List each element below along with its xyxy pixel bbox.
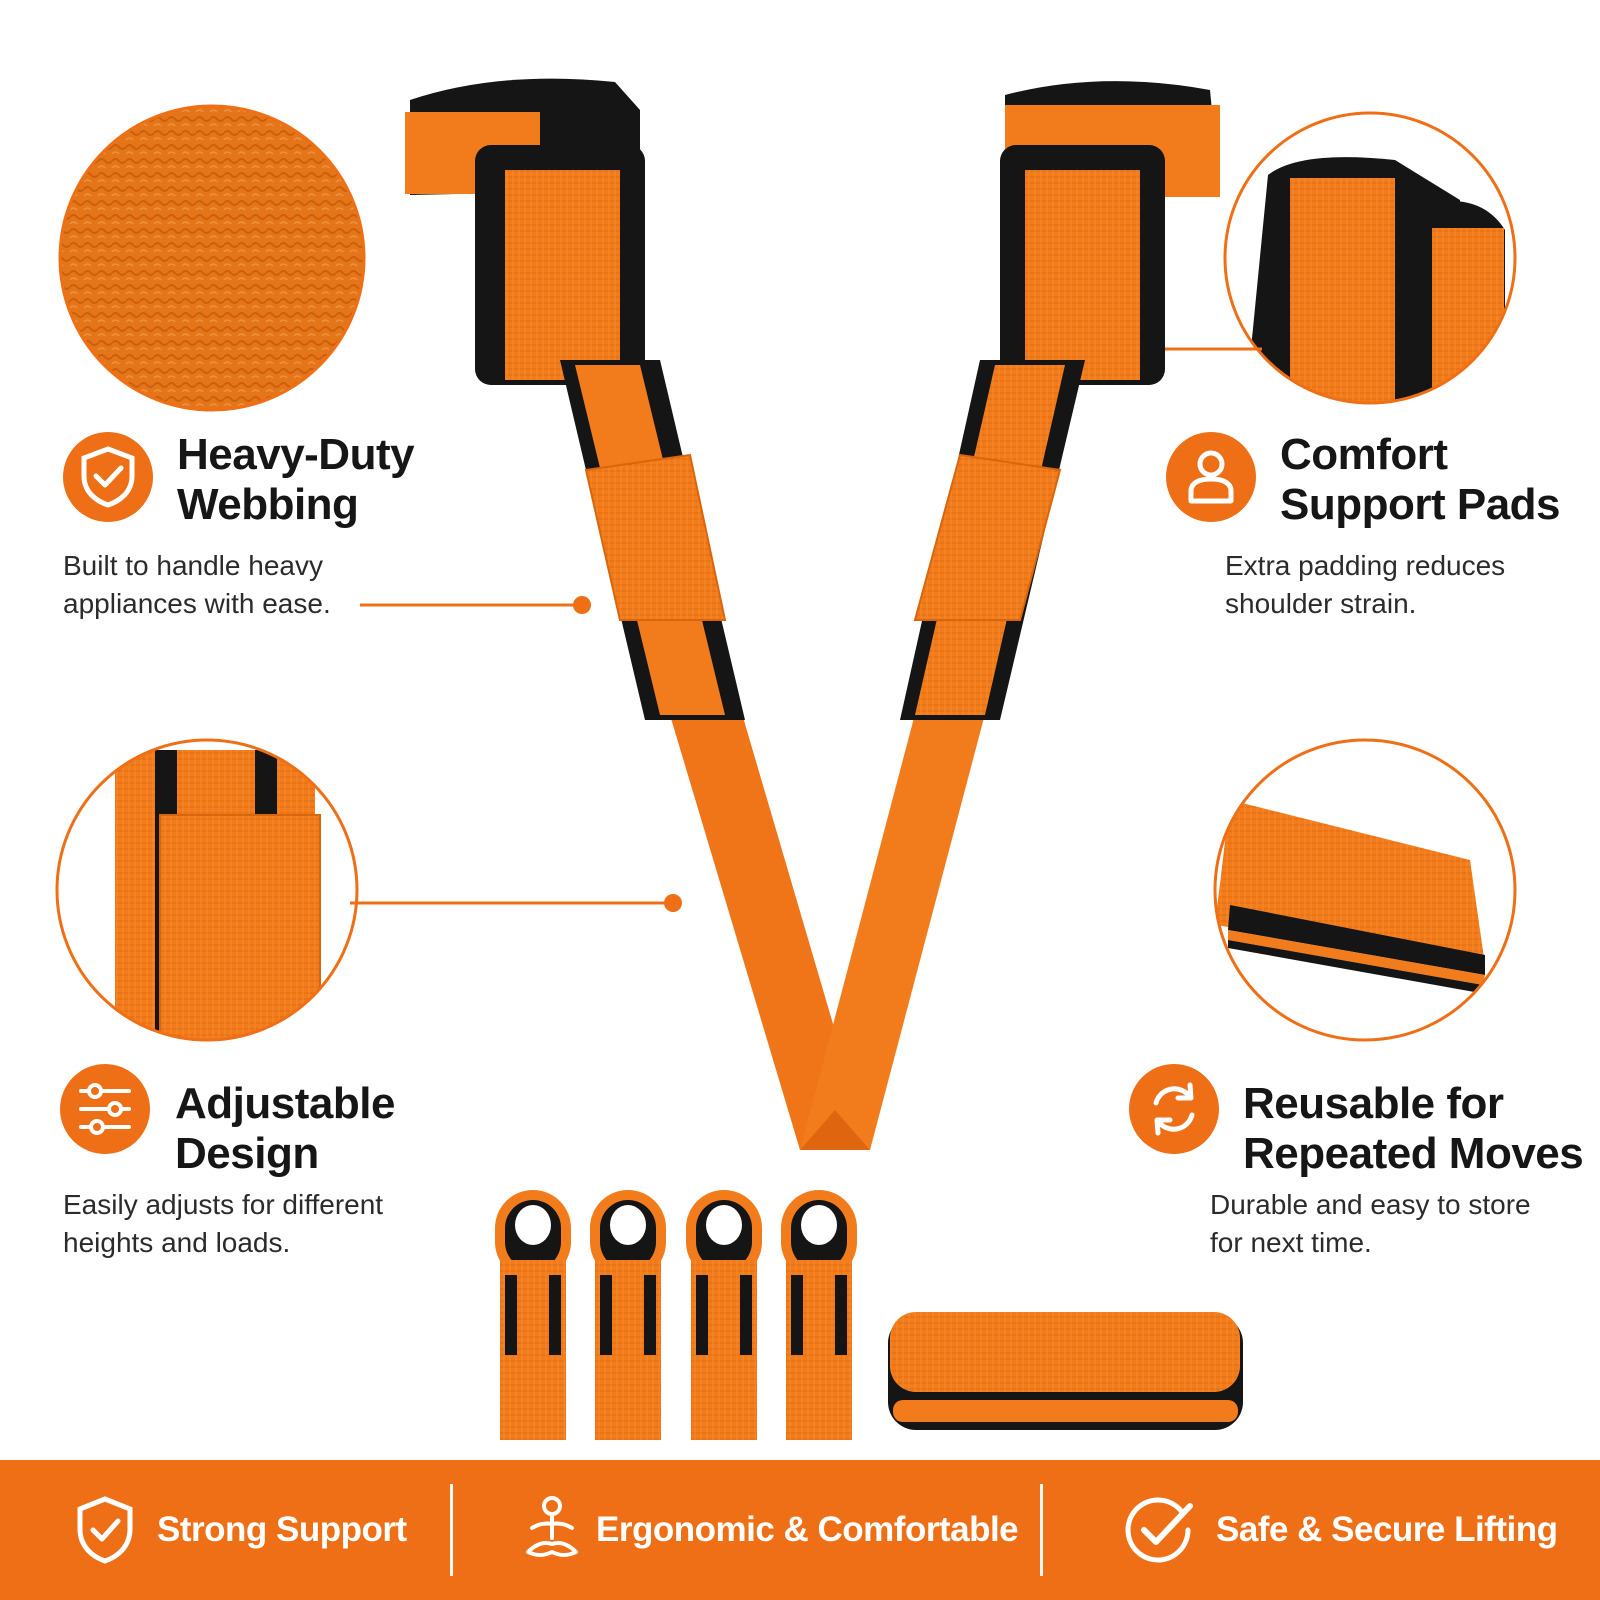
- footer-banner: Strong Support Ergonomic & Comfortable S…: [0, 1460, 1600, 1600]
- feature-title-line: Design: [175, 1129, 319, 1178]
- feature-desc-line: appliances with ease.: [63, 588, 331, 619]
- feature-title-line: Heavy-Duty: [177, 430, 415, 479]
- feature-icon-circle: [60, 1064, 150, 1154]
- feature-description: Built to handle heavy appliances with ea…: [63, 547, 331, 623]
- footer-divider: [450, 1484, 453, 1576]
- footer-item-strong-support: Strong Support: [75, 1460, 407, 1600]
- footer-label: Safe & Secure Lifting: [1216, 1510, 1558, 1549]
- feature-desc-line: Easily adjusts for different: [63, 1189, 384, 1220]
- feature-description: Extra padding reduces shoulder strain.: [1225, 547, 1505, 623]
- handle-straps: [495, 1190, 857, 1440]
- footer-divider: [1040, 1484, 1043, 1576]
- feature-icon-circle: [63, 432, 153, 522]
- feature-icon-circle: [1129, 1064, 1219, 1154]
- feature-desc-line: Built to handle heavy: [63, 550, 323, 581]
- feature-desc-line: heights and loads.: [63, 1227, 291, 1258]
- person-icon: [1188, 450, 1234, 504]
- footer-item-safe-lifting: Safe & Secure Lifting: [1120, 1460, 1558, 1600]
- refresh-icon: [1153, 1082, 1195, 1136]
- feature-title-line: Reusable for: [1243, 1079, 1504, 1128]
- feature-description: Durable and easy to store for next time.: [1210, 1186, 1531, 1262]
- detail-webbing-circle: [58, 104, 366, 412]
- leader-lines: [350, 340, 1262, 912]
- detail-pad-circle: [1223, 111, 1517, 405]
- shield-check-icon: [77, 1496, 133, 1564]
- shield-check-icon: [81, 446, 135, 508]
- feature-title: Heavy-Duty Webbing: [177, 430, 415, 530]
- feature-title-line: Webbing: [177, 480, 359, 529]
- feature-desc-line: Extra padding reduces: [1225, 550, 1506, 581]
- folded-loop-strap: [888, 1312, 1243, 1430]
- feature-title: Adjustable Design: [175, 1079, 395, 1179]
- v-strap: [405, 78, 1220, 1150]
- feature-title-line: Support Pads: [1280, 480, 1561, 529]
- feature-title-line: Adjustable: [175, 1079, 395, 1128]
- footer-label: Ergonomic & Comfortable: [596, 1510, 1019, 1549]
- feature-desc-line: shoulder strain.: [1225, 588, 1417, 619]
- sliders-icon: [79, 1083, 131, 1135]
- feature-desc-line: Durable and easy to store: [1210, 1189, 1531, 1220]
- footer-label: Strong Support: [157, 1510, 407, 1549]
- detail-folded-circle: [1213, 738, 1517, 1042]
- footer-item-ergonomic: Ergonomic & Comfortable: [522, 1460, 1019, 1600]
- feature-title: Comfort Support Pads: [1280, 430, 1561, 530]
- feature-description: Easily adjusts for different heights and…: [63, 1186, 383, 1262]
- feature-title-line: Comfort: [1280, 430, 1448, 479]
- feature-title-line: Repeated Moves: [1243, 1129, 1584, 1178]
- meditation-person-icon: [526, 1496, 578, 1557]
- detail-adjust-circle: [55, 738, 359, 1042]
- feature-icon-circle: [1166, 432, 1256, 522]
- check-circle-icon: [1125, 1497, 1193, 1563]
- feature-desc-line: for next time.: [1210, 1227, 1372, 1258]
- feature-title: Reusable for Repeated Moves: [1243, 1079, 1584, 1179]
